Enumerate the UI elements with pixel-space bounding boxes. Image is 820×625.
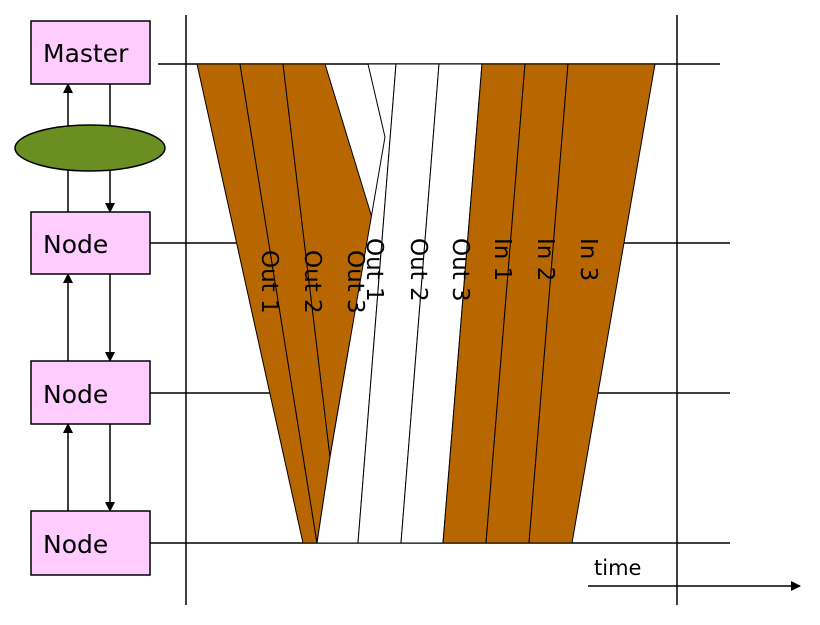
band-label-out-1-white: Out 1 <box>361 238 387 302</box>
node-box-2-rect <box>30 360 151 425</box>
master-box-rect <box>30 20 151 85</box>
band-label-out-2-white: Out 2 <box>405 238 431 302</box>
master-box: Master <box>30 20 151 85</box>
master-label: Master <box>43 39 129 68</box>
band-label-in-3: In 3 <box>575 238 601 281</box>
node-2-label: Node <box>43 380 108 409</box>
green-ellipse <box>14 124 166 172</box>
band-label-out-1-brown: Out 1 <box>256 250 282 314</box>
node-box-1-rect <box>30 211 151 275</box>
band-label-out-3-brown: Out 3 <box>342 250 368 314</box>
node-box-3-rect <box>30 510 151 576</box>
band-in-3-brown <box>528 63 656 544</box>
band-label-out-2-brown: Out 2 <box>299 250 325 314</box>
band-labels: Out 1 Out 2 Out 3 Out 1 Out 2 Out 3 In 1… <box>256 238 601 314</box>
band-out-1-white <box>316 63 397 544</box>
band-label-out-3-white: Out 3 <box>447 238 473 302</box>
time-label: time <box>594 556 641 580</box>
node-1-label: Node <box>43 230 108 259</box>
band-label-in-2: In 2 <box>532 238 558 281</box>
node-3-label: Node <box>43 530 108 559</box>
axis-lines <box>185 15 678 605</box>
node-box-2: Node <box>30 360 151 425</box>
node-box-3: Node <box>30 510 151 576</box>
bands <box>196 63 656 544</box>
time-axis: time <box>588 556 801 591</box>
node-box-1: Node <box>30 211 151 275</box>
band-label-in-1: In 1 <box>489 238 515 281</box>
